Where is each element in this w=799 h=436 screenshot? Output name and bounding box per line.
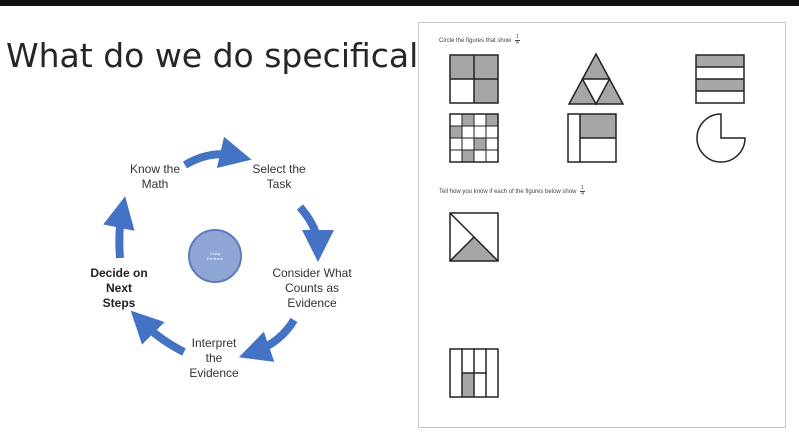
top-bar [0,0,799,6]
fraction-denominator: 4 [581,191,584,197]
instruction-circle-text: Circle the figures that show [439,38,512,45]
slide-title: What do we do specifically? [6,36,465,75]
fraction-numerator: 1 [515,34,520,41]
instruction-tell-text: Tell how you know if each of the figures… [439,189,577,196]
figure-split-rectangle [567,113,617,163]
figure-triangle [567,52,625,106]
figure-column-rectangle [449,348,499,398]
arrow-interpret-to-decide [130,310,186,356]
figure-pacman-circle [696,113,746,163]
center-circle: Using Evidence [188,229,242,283]
figure-diagonal-square [449,212,499,262]
cycle-step-label: Select the Task [252,162,306,191]
cycle-step-label: Interpret the Evidence [189,336,239,380]
fraction-numerator: 1 [580,185,585,192]
cycle-arrows [103,136,334,362]
figure-horizontal-strips [695,54,745,104]
figure-square-2x2 [449,54,499,104]
arrow-select-to-consider [296,204,334,262]
figure-grid-4x4 [449,113,499,163]
arrow-decide-to-know [103,196,135,259]
cycle-step-label: Consider What Counts as Evidence [272,266,352,310]
arrow-consider-to-interpret [238,317,298,362]
fraction-denominator: 4 [516,40,519,46]
cycle-step-label: Know the Math [129,162,181,191]
center-label: Using Evidence [206,251,224,261]
arrow-know-to-select [182,136,252,169]
cycle-step-label: Decide on Next Steps [90,266,148,310]
instruction-tell: Tell how you know if each of the figures… [439,186,585,197]
